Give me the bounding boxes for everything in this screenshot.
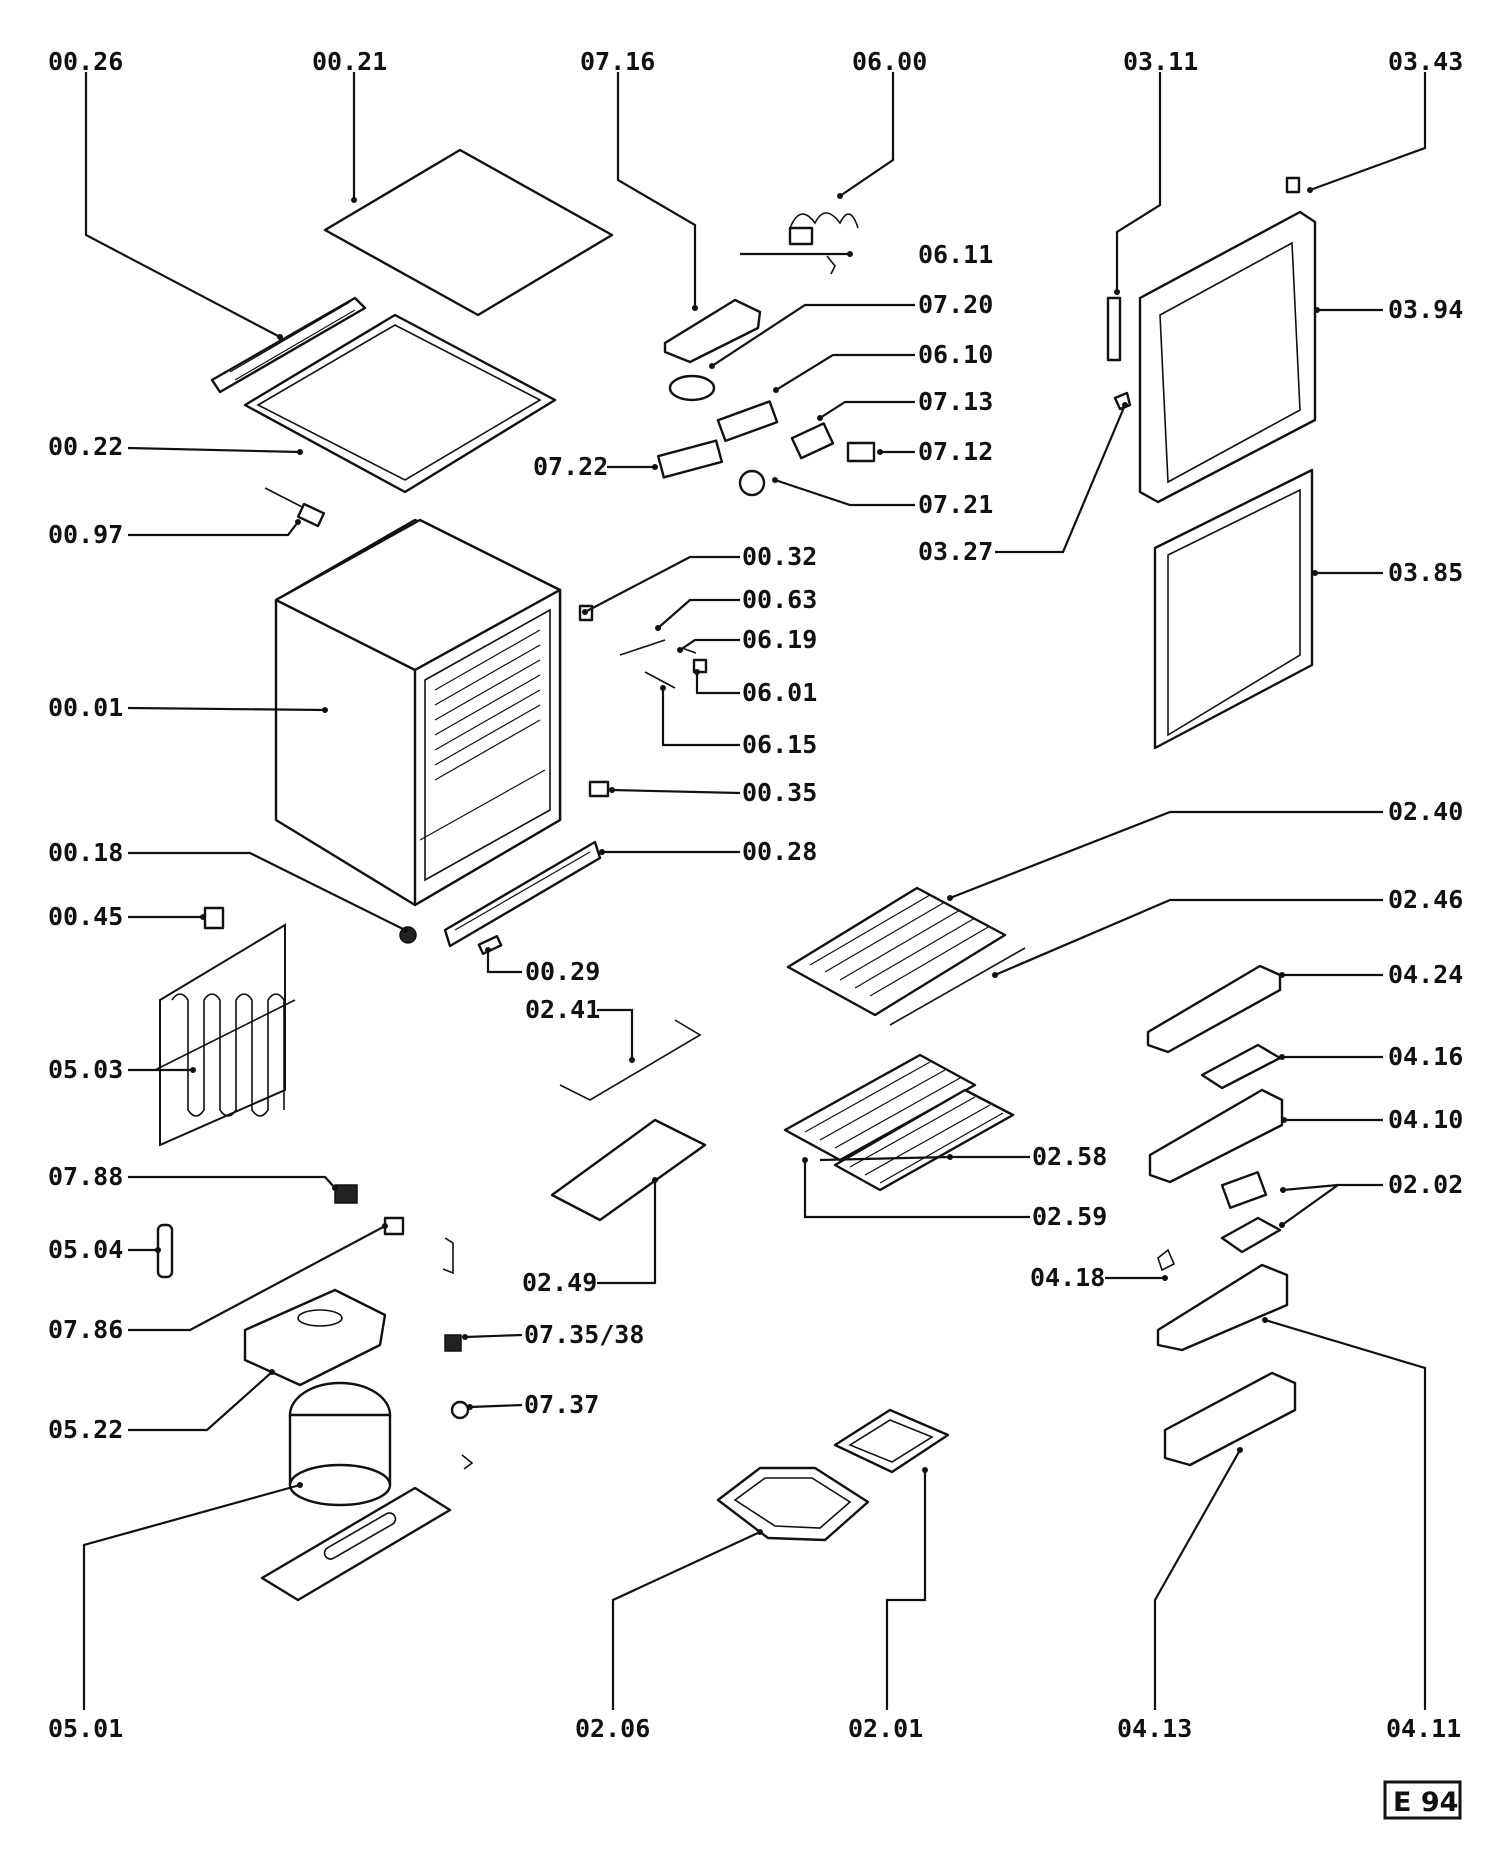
part-label: 00.26	[48, 47, 123, 76]
part-label: 05.22	[48, 1415, 123, 1444]
part-label: 07.12	[918, 437, 993, 466]
part-label: 05.03	[48, 1055, 123, 1084]
part-label: 00.97	[48, 520, 123, 549]
part-labels: 00.26 00.21 07.16 06.00 03.11 03.43 06.1…	[48, 47, 1463, 1818]
part-label: 06.00	[852, 47, 927, 76]
part-label: 03.27	[918, 537, 993, 566]
diagram-ref-label: E 94	[1393, 1787, 1458, 1818]
part-label: 00.01	[48, 693, 123, 722]
part-label: 07.86	[48, 1315, 123, 1344]
part-label: 02.02	[1388, 1170, 1463, 1199]
part-label: 02.58	[1032, 1142, 1107, 1171]
part-label: 05.01	[48, 1714, 123, 1743]
leader-lines	[82, 72, 1427, 1710]
part-label: 03.43	[1388, 47, 1463, 76]
part-label: 05.04	[48, 1235, 123, 1264]
part-label: 07.35/38	[524, 1320, 644, 1349]
part-drawings	[154, 148, 1462, 1820]
part-label: 06.15	[742, 730, 817, 759]
part-label: 04.18	[1030, 1263, 1105, 1292]
part-label: 00.35	[742, 778, 817, 807]
part-label: 07.21	[918, 490, 993, 519]
part-label: 00.29	[525, 957, 600, 986]
part-label: 02.06	[575, 1714, 650, 1743]
part-label: 07.16	[580, 47, 655, 76]
part-label: 00.28	[742, 837, 817, 866]
part-label: 07.88	[48, 1162, 123, 1191]
part-label: 02.59	[1032, 1202, 1107, 1231]
part-label: 02.41	[525, 995, 600, 1024]
part-label: 06.11	[918, 240, 993, 269]
part-label: 04.10	[1388, 1105, 1463, 1134]
part-label: 07.20	[918, 290, 993, 319]
part-label: 04.16	[1388, 1042, 1463, 1071]
part-label: 00.18	[48, 838, 123, 867]
part-label: 00.45	[48, 902, 123, 931]
part-label: 04.24	[1388, 960, 1463, 989]
part-label: 02.46	[1388, 885, 1463, 914]
part-label: 00.21	[312, 47, 387, 76]
part-label: 06.10	[918, 340, 993, 369]
part-label: 03.94	[1388, 295, 1463, 324]
part-label: 02.01	[848, 1714, 923, 1743]
part-label: 00.32	[742, 542, 817, 571]
part-label: 03.85	[1388, 558, 1463, 587]
part-label: 04.13	[1117, 1714, 1192, 1743]
diagram-ref-box	[1383, 1780, 1462, 1820]
part-label: 02.49	[522, 1268, 597, 1297]
part-label: 07.22	[533, 452, 608, 481]
part-label: 00.63	[742, 585, 817, 614]
part-label: 07.13	[918, 387, 993, 416]
part-label: 04.11	[1386, 1714, 1461, 1743]
part-label: 03.11	[1123, 47, 1198, 76]
part-label: 06.01	[742, 678, 817, 707]
part-label: 07.37	[524, 1390, 599, 1419]
part-label: 00.22	[48, 432, 123, 461]
part-label: 06.19	[742, 625, 817, 654]
part-label: 02.40	[1388, 797, 1463, 826]
